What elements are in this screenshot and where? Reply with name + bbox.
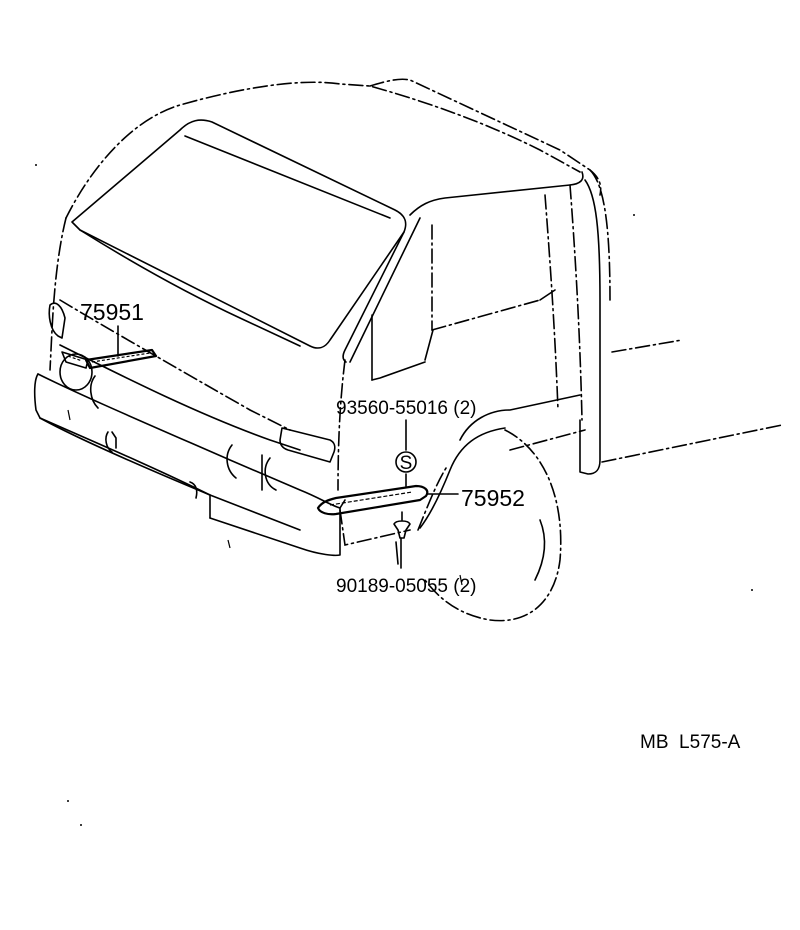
clip-icon bbox=[393, 520, 411, 539]
callout-93560-55016: 93560-55016 (2) bbox=[336, 398, 477, 419]
screw-marker-label: S bbox=[400, 453, 413, 474]
scan-speck bbox=[633, 214, 635, 216]
callout-90189-05055: 90189-05055 (2) bbox=[336, 576, 477, 597]
scan-speck bbox=[35, 164, 37, 166]
scan-speck bbox=[80, 824, 82, 826]
screw-symbol-icon bbox=[395, 451, 417, 473]
scan-speck bbox=[751, 589, 753, 591]
callout-75952: 75952 bbox=[461, 485, 525, 511]
cab-body-outline bbox=[49, 78, 783, 475]
scan-speck bbox=[67, 800, 69, 802]
diagram-reference-code: MB L575-A bbox=[640, 732, 741, 753]
cab-front-outline bbox=[33, 302, 562, 622]
clip-90189-05055 bbox=[393, 511, 411, 569]
side-emblem-75952 bbox=[316, 484, 459, 516]
screw-93560-55016: S bbox=[395, 419, 417, 487]
callout-75951: 75951 bbox=[80, 299, 144, 325]
front-emblem-75951 bbox=[61, 325, 158, 370]
